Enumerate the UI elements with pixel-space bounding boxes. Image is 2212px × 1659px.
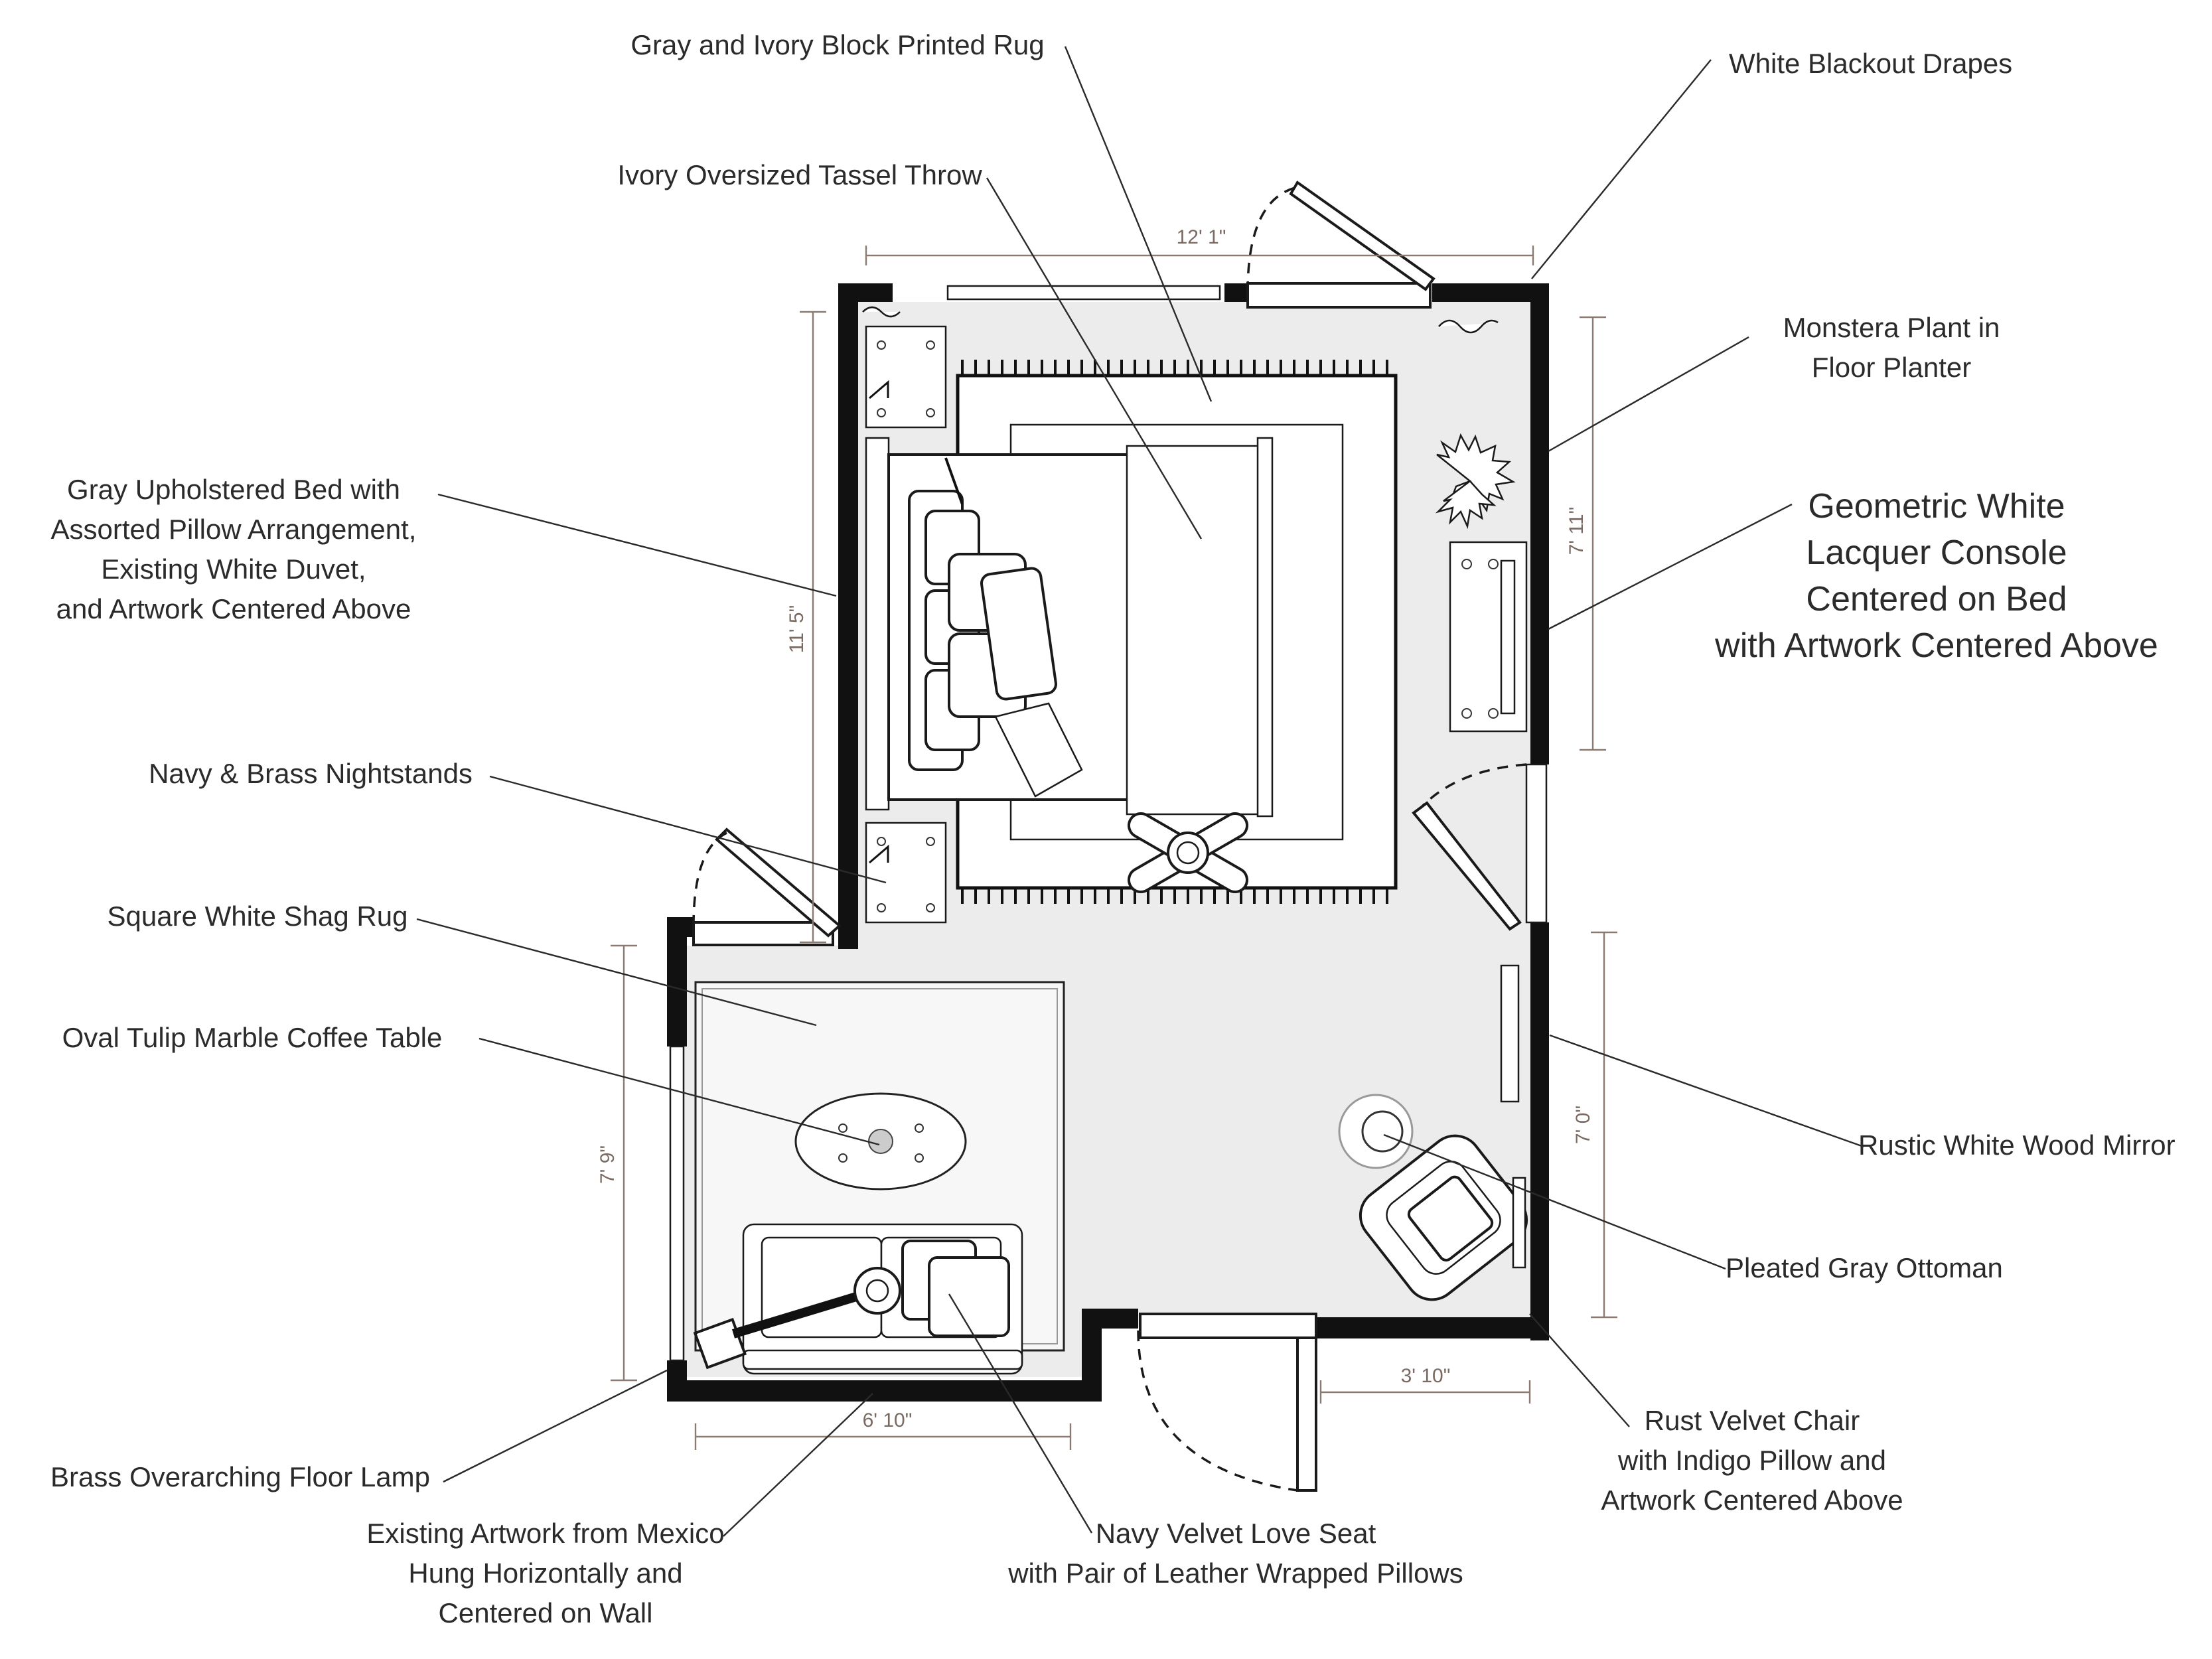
dim-top-width: 12' 1" xyxy=(1177,226,1226,248)
bed xyxy=(865,437,1274,818)
label-block-printed-rug: Gray and Ivory Block Printed Rug xyxy=(630,29,1044,60)
mirror xyxy=(1500,964,1520,1103)
nightstands xyxy=(865,325,947,924)
label-chair-line2: with Indigo Pillow and xyxy=(1617,1445,1886,1476)
drapes xyxy=(862,306,1499,334)
dimension-lines xyxy=(611,246,1617,1450)
label-chair-line1: Rust Velvet Chair xyxy=(1645,1405,1860,1436)
nightstand-bottom xyxy=(865,822,947,924)
label-drapes: White Blackout Drapes xyxy=(1729,48,2012,79)
label-bed-line1: Gray Upholstered Bed with xyxy=(67,474,400,505)
floor-lamp xyxy=(693,1267,901,1370)
top-door-panel xyxy=(1289,180,1436,291)
label-chair-line3: Artwork Centered Above xyxy=(1601,1484,1903,1516)
headboard xyxy=(865,437,890,811)
label-loveseat-line1: Navy Velvet Love Seat xyxy=(1096,1518,1376,1549)
ceiling-fan xyxy=(1127,812,1249,893)
label-mirror: Rustic White Wood Mirror xyxy=(1858,1129,2175,1161)
label-bed-line3: Existing White Duvet, xyxy=(101,553,366,585)
dim-bottom-right: 3' 10" xyxy=(1401,1365,1451,1387)
label-coffee-table: Oval Tulip Marble Coffee Table xyxy=(62,1022,443,1053)
bottom-door-panel xyxy=(1296,1336,1317,1492)
dim-bottom-width: 6' 10" xyxy=(863,1409,913,1431)
nightstand-top xyxy=(865,325,947,429)
label-artwork-line2: Hung Horizontally and xyxy=(408,1557,682,1589)
label-shag-rug: Square White Shag Rug xyxy=(108,901,408,932)
label-ottoman: Pleated Gray Ottoman xyxy=(1726,1252,2003,1283)
walls xyxy=(667,283,1549,1402)
label-monstera-line1: Monstera Plant in xyxy=(1783,312,2000,343)
bottom-door-leaf xyxy=(1139,1313,1317,1339)
left-door-swing xyxy=(692,831,727,926)
coffee-table xyxy=(794,1092,967,1190)
label-console-line3: Centered on Bed xyxy=(1806,580,2067,618)
leader-lines xyxy=(416,46,1864,1537)
label-loveseat-line2: with Pair of Leather Wrapped Pillows xyxy=(1007,1557,1463,1589)
dim-right-lower: 7' 0" xyxy=(1572,1106,1594,1144)
label-artwork-line3: Centered on Wall xyxy=(439,1597,653,1628)
right-door-swing xyxy=(1419,763,1527,810)
label-bed-line4: and Artwork Centered Above xyxy=(56,593,411,624)
label-nightstands: Navy & Brass Nightstands xyxy=(149,758,473,789)
dim-right-upper: 7' 11" xyxy=(1566,507,1587,555)
bottom-door-swing xyxy=(1137,1330,1298,1492)
ottoman xyxy=(1338,1094,1414,1169)
top-door-leaf xyxy=(1246,282,1432,309)
left-door-panel xyxy=(715,828,842,938)
doors xyxy=(692,180,1527,1492)
top-door-swing xyxy=(1246,186,1298,293)
label-monstera-line2: Floor Planter xyxy=(1812,352,1971,383)
right-door-panel xyxy=(1412,801,1522,931)
console-table xyxy=(1449,541,1528,733)
left-door-leaf xyxy=(692,921,834,946)
label-console-line1: Geometric White xyxy=(1808,487,2065,526)
label-console-line2: Lacquer Console xyxy=(1806,534,2067,572)
dim-lower-left-height: 7' 9" xyxy=(597,1145,619,1184)
label-floor-lamp: Brass Overarching Floor Lamp xyxy=(50,1461,430,1492)
label-console-line4: with Artwork Centered Above xyxy=(1714,626,2158,665)
label-throw: Ivory Oversized Tassel Throw xyxy=(617,159,982,190)
label-bed-line2: Assorted Pillow Arrangement, xyxy=(51,514,417,545)
velvet-chair xyxy=(1359,1134,1528,1301)
dim-left-height: 11' 5" xyxy=(786,605,808,654)
label-artwork-line1: Existing Artwork from Mexico xyxy=(366,1518,724,1549)
chair-artwork xyxy=(1512,1177,1526,1269)
monstera-plant xyxy=(1435,433,1516,530)
windows xyxy=(669,285,1548,1362)
throw-blanket xyxy=(1126,445,1273,816)
